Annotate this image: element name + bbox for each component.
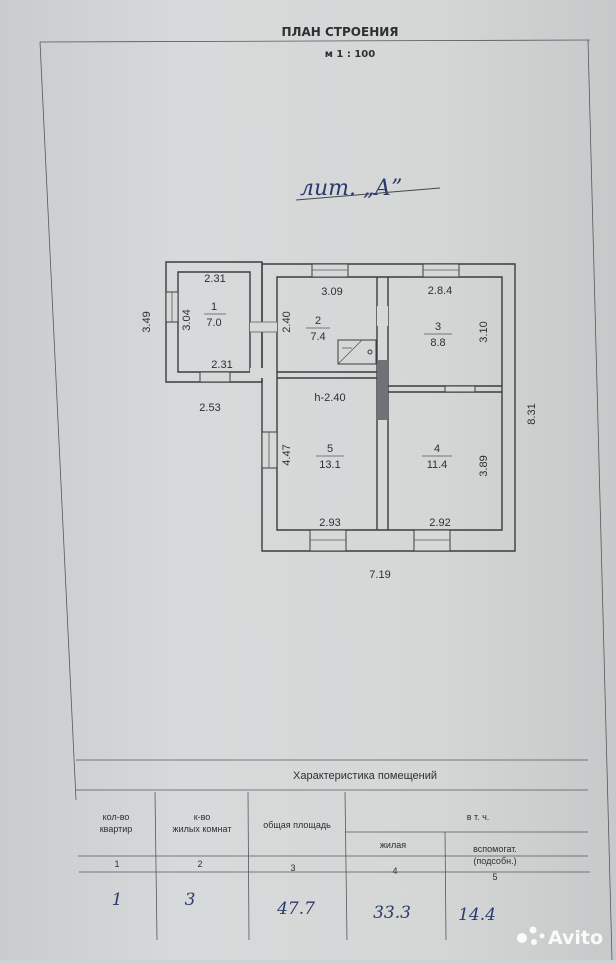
header-aux-2: (подсобн.) bbox=[473, 856, 516, 866]
letter-underline bbox=[295, 187, 441, 201]
frame-left-line bbox=[39, 41, 77, 801]
value-living-area: 33.3 bbox=[373, 903, 411, 923]
svg-text:13.1: 13.1 bbox=[319, 459, 340, 471]
window-top-room3 bbox=[422, 263, 460, 278]
letter-label: лит. „А” bbox=[300, 176, 402, 201]
ceiling-height: h-2.40 bbox=[314, 392, 345, 404]
svg-text:8.8: 8.8 bbox=[430, 337, 445, 349]
room5-width: 2.93 bbox=[319, 517, 340, 529]
frame-top-line bbox=[39, 39, 591, 43]
plan-title: ПЛАН СТРОЕНИЯ bbox=[281, 25, 398, 39]
annex-width: 2.53 bbox=[199, 402, 220, 414]
header-apartments-1: кол-во bbox=[103, 812, 130, 822]
room2-depth: 2.40 bbox=[281, 311, 293, 332]
window-left-room1 bbox=[165, 291, 179, 323]
svg-text:7.4: 7.4 bbox=[310, 331, 325, 343]
room2-width: 3.09 bbox=[321, 286, 342, 298]
room-1-label: 1 7.0 bbox=[204, 301, 226, 329]
annex-height: 3.49 bbox=[141, 311, 153, 332]
col-num-5: 5 bbox=[492, 872, 497, 882]
room5-depth: 4.47 bbox=[281, 444, 293, 465]
svg-text:3: 3 bbox=[435, 321, 441, 333]
svg-text:5: 5 bbox=[327, 443, 333, 455]
room1-width-top: 2.31 bbox=[204, 273, 225, 285]
window-room3-room4 bbox=[444, 385, 476, 393]
header-apartments-2: квартир bbox=[100, 824, 133, 834]
door-entry bbox=[250, 368, 264, 378]
avito-logo-text: Avito bbox=[548, 927, 603, 949]
svg-text:11.4: 11.4 bbox=[427, 459, 448, 471]
svg-text:4: 4 bbox=[434, 443, 440, 455]
value-total-area: 47.7 bbox=[276, 899, 315, 919]
overall-width: 7.19 bbox=[369, 569, 390, 581]
table-grid bbox=[76, 759, 590, 941]
header-living: жилая bbox=[380, 840, 406, 850]
overall-depth: 8.31 bbox=[526, 403, 538, 424]
value-apartments: 1 bbox=[112, 890, 123, 910]
door-room1-room2 bbox=[250, 322, 277, 332]
room-4-label: 4 11.4 bbox=[422, 443, 452, 471]
frame-right-line bbox=[587, 39, 613, 961]
window-bottom-room5 bbox=[309, 529, 347, 552]
svg-text:2: 2 bbox=[315, 315, 321, 327]
header-total-area: общая площадь bbox=[263, 820, 331, 830]
window-top-room2 bbox=[311, 263, 349, 278]
col-num-4: 4 bbox=[392, 866, 397, 876]
col-num-1: 1 bbox=[114, 859, 119, 869]
room3-width: 2.8.4 bbox=[428, 285, 452, 297]
col-num-2: 2 bbox=[197, 859, 202, 869]
stove-box bbox=[337, 339, 377, 365]
plan-scale: м 1 : 100 bbox=[325, 49, 375, 60]
col-num-3: 3 bbox=[290, 863, 295, 873]
header-rooms-2: жилых комнат bbox=[173, 824, 232, 834]
room-5-label: 5 13.1 bbox=[316, 443, 344, 471]
table-title: Характеристика помещений bbox=[293, 770, 437, 782]
room3-depth: 3.10 bbox=[478, 321, 490, 342]
door-partition-dark bbox=[377, 360, 388, 420]
window-bottom-room4 bbox=[413, 529, 451, 552]
room-2-label: 2 7.4 bbox=[306, 315, 330, 343]
value-aux-area: 14.4 bbox=[458, 905, 496, 925]
header-aux-1: вспомогат. bbox=[473, 844, 517, 854]
header-including: в т. ч. bbox=[467, 812, 490, 822]
header-rooms-1: к-во bbox=[194, 812, 211, 822]
value-rooms: 3 bbox=[185, 890, 196, 910]
room1-depth: 3.04 bbox=[181, 309, 193, 330]
svg-text:1: 1 bbox=[211, 301, 217, 313]
room1-width-bottom: 2.31 bbox=[211, 359, 232, 371]
window-bottom-room1 bbox=[199, 371, 231, 383]
room4-width: 2.92 bbox=[429, 517, 450, 529]
house-inner-wall bbox=[276, 276, 503, 531]
avito-watermark: Avito bbox=[517, 926, 603, 949]
door-room2-room3 bbox=[377, 306, 388, 326]
svg-text:7.0: 7.0 bbox=[206, 317, 221, 329]
window-left-room5 bbox=[261, 431, 278, 469]
room4-depth: 3.89 bbox=[478, 455, 490, 476]
room-3-label: 3 8.8 bbox=[424, 321, 452, 349]
